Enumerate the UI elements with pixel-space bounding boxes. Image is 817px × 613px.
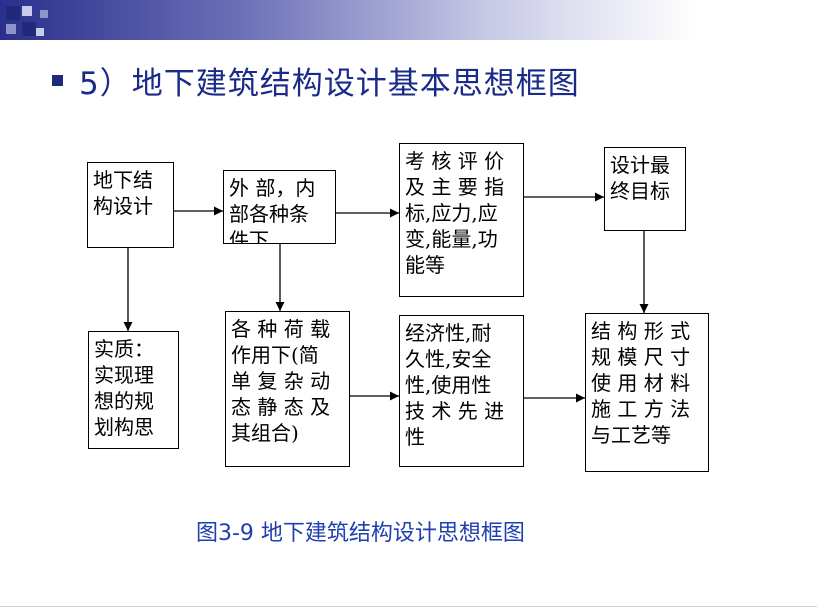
decor-square: [6, 6, 20, 20]
decor-square: [6, 24, 16, 34]
box-performance: 经济性,耐 久性,安全 性,使用性 技 术 先 进 性: [399, 315, 524, 467]
slide-title: 5）地下建筑结构设计基本思想框图: [79, 65, 580, 102]
header-banner: [0, 0, 817, 40]
figure-caption: 图3-9 地下建筑结构设计思想框图: [196, 521, 525, 546]
decor-square: [22, 22, 36, 36]
box-structure-form: 结 构 形 式 规 模 尺 寸 使 用 材 料 施 工 方 法 与工艺等: [585, 313, 709, 472]
box-final-goal: 设计最 终目标: [604, 147, 686, 231]
decor-square: [36, 28, 44, 36]
box-load-actions: 各 种 荷 载 作用下(简 单 复 杂 动 态 静 态 及 其组合): [225, 311, 350, 467]
bottom-divider: [0, 606, 817, 607]
slide-title-row: 5）地下建筑结构设计基本思想框图: [52, 58, 580, 102]
decor-square: [40, 10, 48, 18]
box-conditions: 外 部，内 部各种条 件下: [223, 170, 336, 244]
box-underground-design: 地下结 构设计: [87, 162, 174, 248]
decor-square: [22, 6, 32, 16]
bullet-icon: [52, 74, 63, 86]
box-essence: 实质： 实现理 想的规 划构思: [88, 331, 179, 449]
box-evaluation-indicators: 考 核 评 价 及 主 要 指 标,应力,应 变,能量,功 能等: [399, 143, 524, 297]
